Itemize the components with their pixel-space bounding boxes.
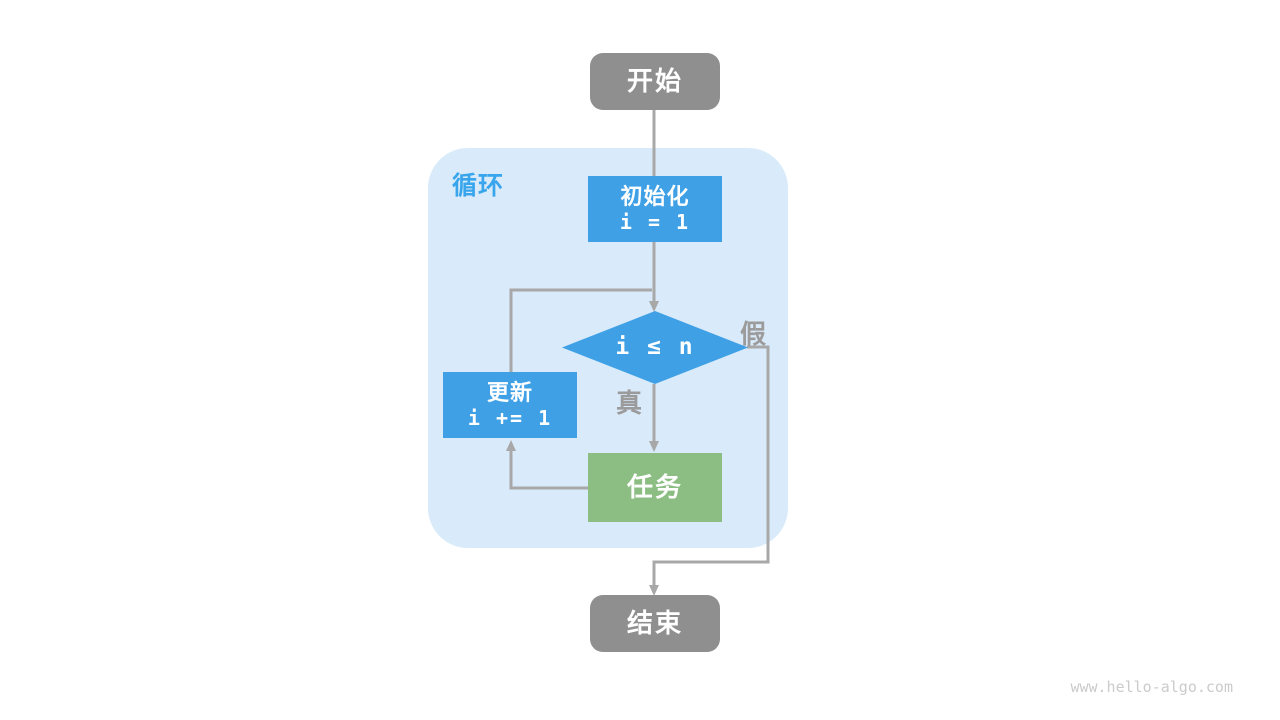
task-node: 任务 [588,453,722,522]
edge-task-to-update [506,440,588,490]
task-node-label: 任务 [626,472,683,503]
edge-condition-false-to-end [649,345,770,596]
start-node: 开始 [590,53,720,110]
edge-label-true: 真 [616,388,643,418]
end-node: 结束 [590,595,720,652]
update-node-code: i += 1 [467,406,553,431]
condition-node-code: i ≤ n [615,334,695,361]
loop-label: 循环 [452,172,505,200]
edge-update-to-condition [509,288,652,372]
init-node: 初始化 i = 1 [588,176,722,242]
watermark: www.hello-algo.com [1070,678,1233,696]
update-node: 更新 i += 1 [443,372,577,438]
end-node-label: 结束 [626,608,683,639]
update-node-label: 更新 [486,379,533,405]
init-node-label: 初始化 [620,183,690,209]
start-node-label: 开始 [626,66,683,97]
edge-label-false: 假 [740,319,767,349]
init-node-code: i = 1 [619,210,691,235]
